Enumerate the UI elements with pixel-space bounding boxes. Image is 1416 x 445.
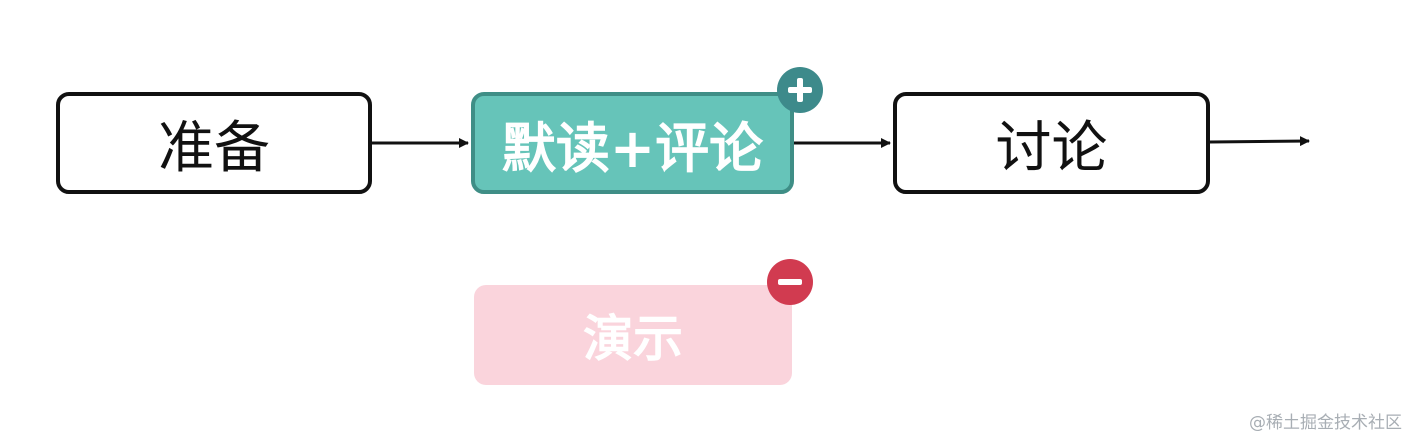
step-prepare-label: 准备 bbox=[158, 115, 270, 181]
step-demo-label: 演示 bbox=[583, 310, 683, 368]
step-read-comment-added: 默读+评论 bbox=[471, 92, 794, 194]
step-prepare: 准备 bbox=[56, 92, 372, 194]
step-read-comment-label: 默读+评论 bbox=[501, 116, 764, 180]
step-discuss-label: 讨论 bbox=[995, 115, 1108, 181]
step-discuss: 讨论 bbox=[893, 92, 1210, 194]
plus-icon bbox=[777, 67, 823, 113]
minus-icon bbox=[767, 259, 813, 305]
step-demo-removed: 演示 bbox=[474, 285, 792, 385]
arrow-discuss-out bbox=[1209, 136, 1310, 147]
watermark: @稀土掘金技术社区 bbox=[1249, 413, 1402, 433]
